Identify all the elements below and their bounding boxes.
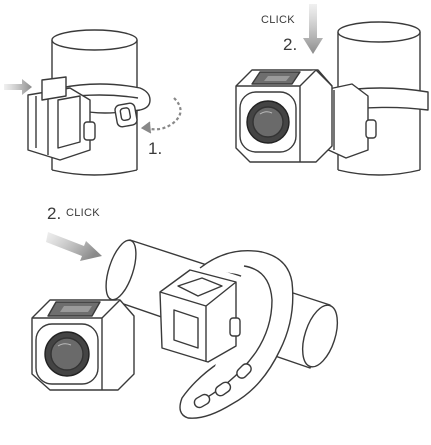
clamp-body	[323, 83, 377, 159]
light-unit	[235, 69, 333, 163]
light-unit	[31, 299, 135, 391]
clamp-body	[27, 76, 96, 161]
panel-3	[31, 239, 339, 419]
step-2-label: 2.	[283, 35, 298, 54]
click-arrow-icon	[303, 4, 323, 54]
step-2-bottom-label: 2.	[47, 204, 62, 223]
vertical-pipe	[337, 21, 421, 176]
step-2-action-label: CLICK	[261, 14, 295, 26]
rotation-arrow-icon	[140, 97, 182, 134]
panel-1	[27, 29, 151, 176]
step-2-bottom-action-label: CLICK	[66, 207, 100, 219]
click-arrow-icon	[46, 232, 102, 261]
panel-2	[235, 21, 429, 176]
step-1-label: 1.	[148, 139, 163, 158]
push-arrow-icon	[4, 79, 32, 95]
vertical-pipe	[51, 29, 138, 176]
clamp-body	[159, 269, 241, 363]
